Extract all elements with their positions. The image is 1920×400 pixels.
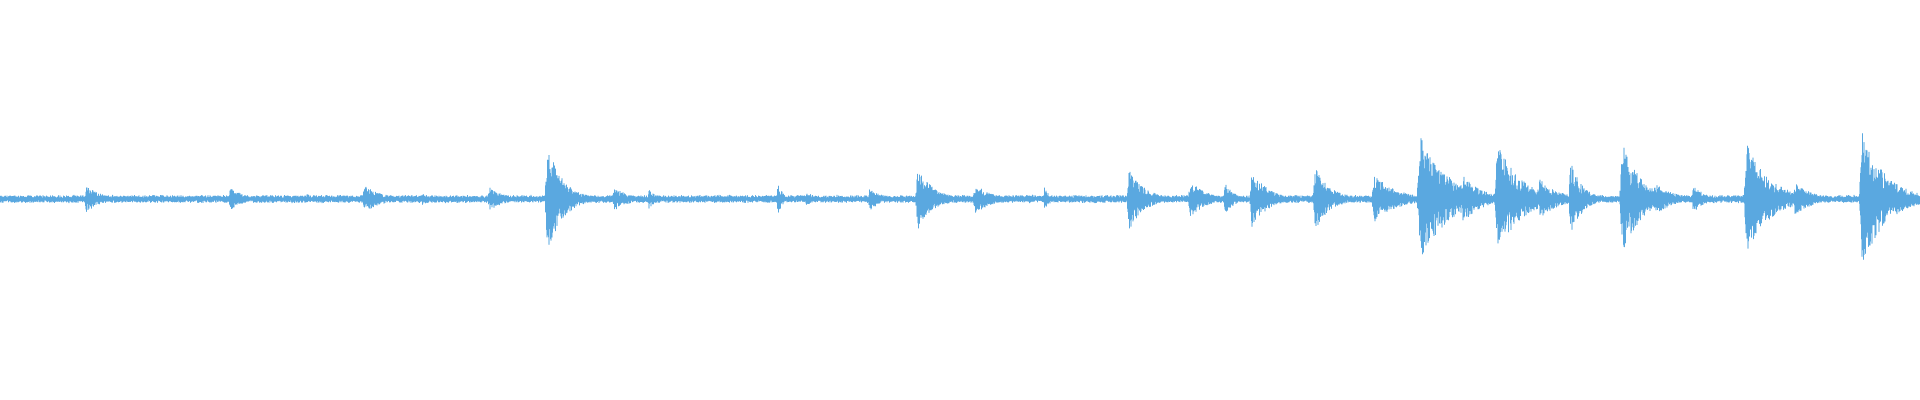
waveform-path bbox=[0, 133, 1920, 260]
